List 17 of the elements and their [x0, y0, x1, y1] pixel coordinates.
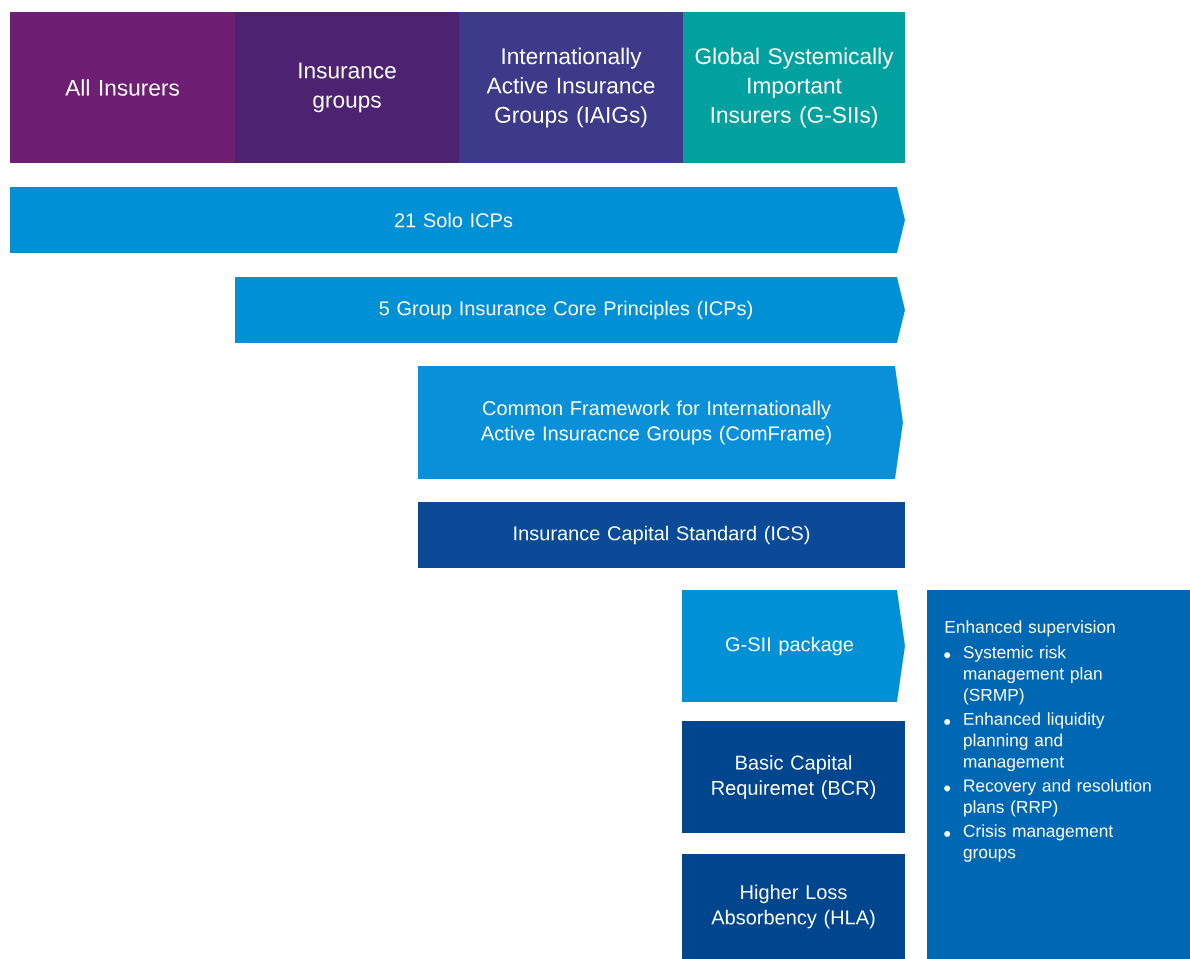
- chevron-band: G-SII package: [682, 590, 905, 702]
- panel-heading: Enhanced supervision: [945, 620, 1115, 637]
- bullet-item: Crisis management groups: [963, 824, 1114, 862]
- bullet-item: Enhanced liquidity planning and management: [964, 712, 1105, 772]
- bullet-item: Systemic risk management plan (SRMP): [963, 645, 1102, 705]
- category-box: Internationally Active Insurance Groups (IAIGs): [459, 12, 683, 163]
- category-box: Insurance groups: [235, 12, 459, 163]
- category-box: All Insurers: [10, 12, 235, 163]
- chevron-band: 21 Solo ICPs: [10, 187, 905, 253]
- category-box: Basic Capital Requiremet (BCR): [682, 721, 905, 833]
- category-box: Insurance Capital Standard (ICS): [418, 502, 905, 568]
- info-panel: [927, 590, 1190, 959]
- bullet-item: Recovery and resolution plans (RRP): [964, 778, 1151, 817]
- chevron-band: 5 Group Insurance Core Principles (ICPs): [235, 277, 905, 343]
- category-box: Higher Loss Absorbency (HLA): [682, 854, 905, 959]
- chevron-band: Common Framework for Internationally Active Insuracnce Groups (ComFrame): [418, 366, 903, 479]
- category-box: Global Systemically Important Insurers (G-SIIs): [683, 12, 905, 163]
